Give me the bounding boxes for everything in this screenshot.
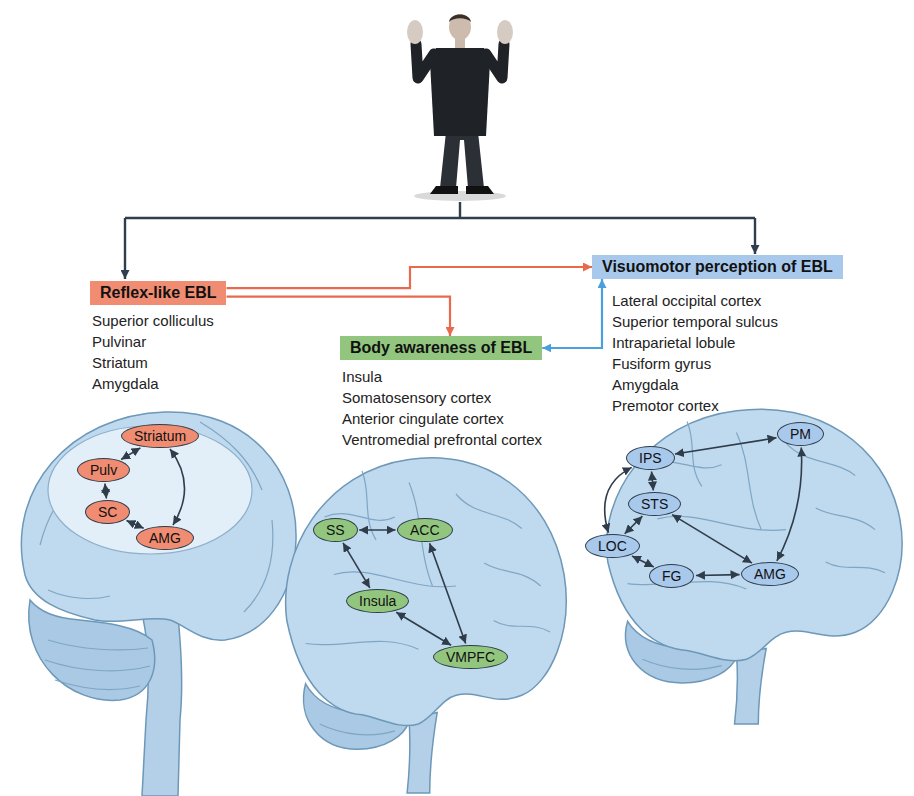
cerebrum (286, 458, 567, 726)
region-abbrev: STS (641, 496, 668, 512)
region-abbrev: AMG (754, 566, 786, 582)
region-ellipse: LOC (585, 534, 640, 558)
region-name: Anterior cingulate cortex (342, 408, 504, 429)
connector-arrow (625, 516, 643, 534)
box-title: Body awareness of EBL (350, 339, 532, 356)
connector-arrow (652, 471, 654, 490)
box-title: Visuomotor perception of EBL (602, 258, 833, 275)
region-ellipse: IPS (626, 446, 675, 470)
jacket (430, 48, 490, 136)
region-name: Superior colliculus (92, 310, 214, 331)
connector-arrow (632, 556, 654, 567)
region-name: Somatosensory cortex (342, 387, 491, 408)
right-hand (497, 20, 513, 44)
gyri (40, 422, 273, 612)
connector-arrow (359, 529, 395, 531)
region-ellipse: SC (85, 500, 130, 524)
connector-arrow (696, 574, 740, 576)
stimulus-arrow (754, 218, 756, 254)
region-abbrev: AMG (149, 530, 181, 546)
left-arm (416, 44, 434, 78)
region-ellipse: Striatum (121, 424, 199, 448)
region-name: Amygdala (612, 374, 679, 395)
region-ellipse: ACC (397, 518, 453, 542)
region-ellipse: STS (628, 492, 681, 516)
right-arm (486, 44, 504, 78)
region-abbrev: VMPFC (446, 649, 495, 665)
cerebrum (21, 412, 296, 640)
connector-arrow (226, 267, 592, 288)
region-name: Premotor cortex (612, 395, 719, 416)
connector-arrow (542, 279, 602, 348)
hair (449, 15, 471, 23)
connector-arrow (170, 449, 185, 525)
sulci (306, 471, 550, 735)
category-box: Reflex-like EBL (90, 281, 226, 305)
stimulus-line (125, 202, 755, 218)
region-ellipse: Pulv (77, 458, 130, 482)
connector-arrow (226, 297, 450, 336)
cerebrum (607, 409, 903, 661)
shoes (430, 186, 494, 194)
sagittal-brain (21, 412, 296, 796)
connector-arrow (121, 448, 140, 460)
region-abbrev: SS (326, 522, 345, 538)
region-ellipse: AMG (136, 526, 194, 550)
region-abbrev: Pulv (90, 462, 117, 478)
connector-arrow (675, 438, 777, 454)
region-name: Striatum (92, 352, 148, 373)
region-abbrev: PM (790, 426, 811, 442)
legs (440, 132, 484, 188)
head (449, 14, 471, 40)
region-abbrev: Insula (359, 593, 396, 609)
connector-arrow (672, 515, 752, 564)
region-abbrev: FG (662, 568, 681, 584)
region-ellipse: VMPFC (433, 645, 508, 669)
region-name: Fusiform gyrus (612, 353, 711, 374)
lateral-brain (286, 458, 567, 793)
region-abbrev: Striatum (134, 428, 186, 444)
region-name: Superior temporal sulcus (612, 311, 778, 332)
connector-arrow (605, 467, 632, 532)
region-ellipse: Insula (346, 589, 409, 613)
connector-arrow (127, 521, 144, 529)
connector-arrow (430, 543, 466, 643)
left-hand (407, 20, 423, 44)
category-box: Visuomotor perception of EBL (592, 255, 843, 279)
region-name: Ventromedial prefrontal cortex (342, 429, 542, 450)
region-ellipse: SS (313, 518, 358, 542)
region-ellipse: PM (777, 422, 824, 446)
connector-arrow (396, 612, 451, 645)
region-abbrev: ACC (410, 522, 440, 538)
region-name: Insula (342, 366, 382, 387)
region-abbrev: SC (98, 504, 117, 520)
connector-arrow (777, 447, 802, 560)
region-abbrev: LOC (598, 538, 627, 554)
region-abbrev: IPS (639, 450, 662, 466)
region-ellipse: AMG (741, 562, 799, 586)
region-name: Amygdala (92, 373, 159, 394)
person-figure (407, 14, 513, 201)
region-name: Pulvinar (92, 331, 146, 352)
folia (45, 640, 150, 689)
category-box: Body awareness of EBL (340, 336, 542, 360)
region-name: Intraparietal lobule (612, 332, 735, 353)
lateral-brain (607, 409, 903, 724)
region-ellipse: FG (649, 564, 694, 588)
connector-arrow (105, 483, 106, 498)
region-name: Lateral occipital cortex (612, 290, 761, 311)
connector-arrow (343, 543, 370, 588)
stimulus-arrow (124, 218, 126, 279)
box-title: Reflex-like EBL (100, 284, 216, 301)
